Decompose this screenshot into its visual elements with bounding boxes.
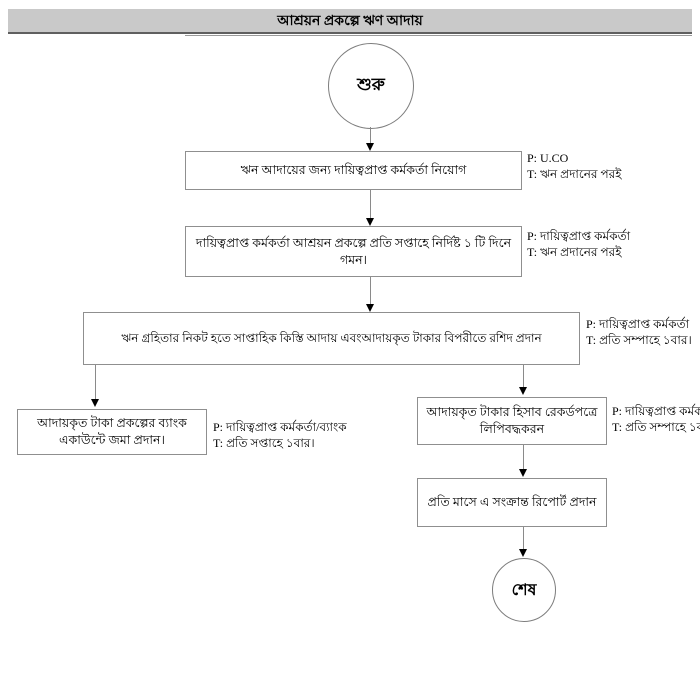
connector-step3-bank xyxy=(95,365,96,400)
step-box-bank-deposit: আদায়কৃত টাকা প্রকল্পের ব্যাংক একাউন্টে … xyxy=(17,409,207,455)
annotation-step5: P: দায়িত্বপ্রাপ্ত কর্মকর্তা T: প্রতি সম… xyxy=(612,403,700,435)
end-node: শেষ xyxy=(492,558,556,622)
annotation-t: T: ঋন প্রদানের পরই xyxy=(527,167,622,181)
annotation-p: P: U.CO xyxy=(527,151,569,165)
arrow-down-icon xyxy=(366,143,374,151)
annotation-t: T: প্রতি সম্পাহে ১বার। xyxy=(586,333,692,347)
step-text: ঋন গ্রহিতার নিকট হতে সাপ্তাহিক কিস্তি আদ… xyxy=(121,331,542,346)
connector-report-end xyxy=(523,527,524,550)
arrow-down-icon xyxy=(519,549,527,557)
start-node: শুরু xyxy=(328,43,414,129)
end-label: শেষ xyxy=(511,581,537,599)
annotation-step3: P: দায়িত্বপ্রাপ্ত কর্মকর্তা T: প্রতি সম… xyxy=(586,316,692,348)
step-text: আদায়কৃত টাকা প্রকল্পের ব্যাংক একাউন্টে … xyxy=(37,416,187,447)
page-title: আশ্রয়ন প্রকল্পে ঋণ আদায় xyxy=(8,9,692,34)
connector-step3-record xyxy=(523,365,524,388)
step-box-monthly-report: প্রতি মাসে এ সংক্রান্ত রিপোর্ট প্রদান xyxy=(417,478,607,527)
connector-start-step1 xyxy=(370,127,371,146)
annotation-p: P: দায়িত্বপ্রাপ্ত কর্মকর্তা xyxy=(527,229,631,243)
arrow-down-icon xyxy=(519,469,527,477)
annotation-step1: P: U.CO T: ঋন প্রদানের পরই xyxy=(527,150,621,182)
step-box-appoint-officer: ঋন আদায়ের জন্য দায়িত্বপ্রাপ্ত কর্মকর্ত… xyxy=(185,151,522,190)
step-box-weekly-visit: দায়িত্বপ্রাপ্ত কর্মকর্তা আশ্রয়ন প্রকল্… xyxy=(185,226,522,277)
annotation-t: T: প্রতি সম্পাহে ১বার। xyxy=(612,420,700,434)
arrow-down-icon xyxy=(519,387,527,395)
annotation-step4: P: দায়িত্বপ্রাপ্ত কর্মকর্তা/ব্যাংক T: প… xyxy=(213,419,347,451)
step-box-collect-installment: ঋন গ্রহিতার নিকট হতে সাপ্তাহিক কিস্তি আদ… xyxy=(83,312,580,365)
header-divider xyxy=(185,35,692,36)
step-text: প্রতি মাসে এ সংক্রান্ত রিপোর্ট প্রদান xyxy=(427,495,597,510)
annotation-t: T: প্রতি সপ্তাহে ১বার। xyxy=(213,436,315,450)
step-text: দায়িত্বপ্রাপ্ত কর্মকর্তা আশ্রয়ন প্রকল্… xyxy=(195,235,512,267)
step-text: ঋন আদায়ের জন্য দায়িত্বপ্রাপ্ত কর্মকর্ত… xyxy=(240,163,467,178)
annotation-p: P: দায়িত্বপ্রাপ্ত কর্মকর্তা/ব্যাংক xyxy=(213,420,347,434)
connector-step2-step3 xyxy=(370,277,371,304)
annotation-t: T: ঋন প্রদানের পরই xyxy=(527,245,622,259)
annotation-p: P: দায়িত্বপ্রাপ্ত কর্মকর্তা xyxy=(612,404,700,418)
connector-record-report xyxy=(523,445,524,470)
annotation-p: P: দায়িত্বপ্রাপ্ত কর্মকর্তা xyxy=(586,317,690,331)
connector-step1-step2 xyxy=(370,190,371,219)
step-box-record-keeping: আদায়কৃত টাকার হিসাব রেকর্ডপত্রে লিপিবদ্… xyxy=(417,397,607,445)
step-text: আদায়কৃত টাকার হিসাব রেকর্ডপত্রে লিপিবদ্… xyxy=(426,405,598,436)
start-label: শুরু xyxy=(357,75,385,94)
arrow-down-icon xyxy=(91,399,99,407)
arrow-down-icon xyxy=(366,304,374,312)
arrow-down-icon xyxy=(366,218,374,226)
annotation-step2: P: দায়িত্বপ্রাপ্ত কর্মকর্তা T: ঋন প্রদা… xyxy=(527,228,630,260)
